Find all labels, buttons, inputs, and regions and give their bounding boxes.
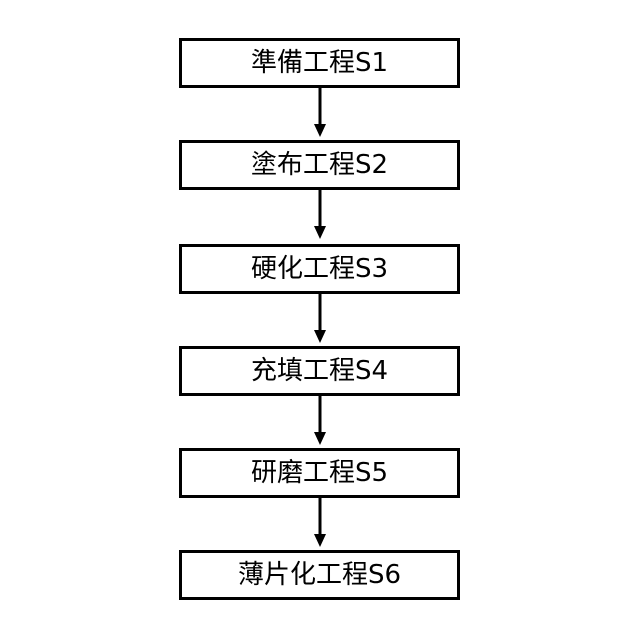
step-label-s4: 充填工程S4 (251, 358, 388, 384)
step-box-s5: 研磨工程S5 (179, 448, 460, 498)
arrow-down-icon (309, 190, 331, 240)
step-box-s4: 充填工程S4 (179, 346, 460, 396)
step-box-s1: 準備工程S1 (179, 38, 460, 88)
arrow-s4-to-s5 (309, 396, 331, 446)
arrow-s1-to-s2 (309, 88, 331, 138)
step-label-s6: 薄片化工程S6 (238, 562, 401, 588)
arrow-down-icon (309, 498, 331, 548)
arrow-s2-to-s3 (309, 190, 331, 240)
step-label-s5: 研磨工程S5 (251, 460, 388, 486)
arrow-s5-to-s6 (309, 498, 331, 548)
step-label-s3: 硬化工程S3 (251, 256, 388, 282)
arrow-s3-to-s4 (309, 294, 331, 344)
step-box-s6: 薄片化工程S6 (179, 550, 460, 600)
step-label-s2: 塗布工程S2 (251, 152, 388, 178)
arrow-down-icon (309, 88, 331, 138)
step-label-s1: 準備工程S1 (251, 50, 388, 76)
step-box-s3: 硬化工程S3 (179, 244, 460, 294)
arrow-down-icon (309, 294, 331, 344)
step-box-s2: 塗布工程S2 (179, 140, 460, 190)
arrow-down-icon (309, 396, 331, 446)
